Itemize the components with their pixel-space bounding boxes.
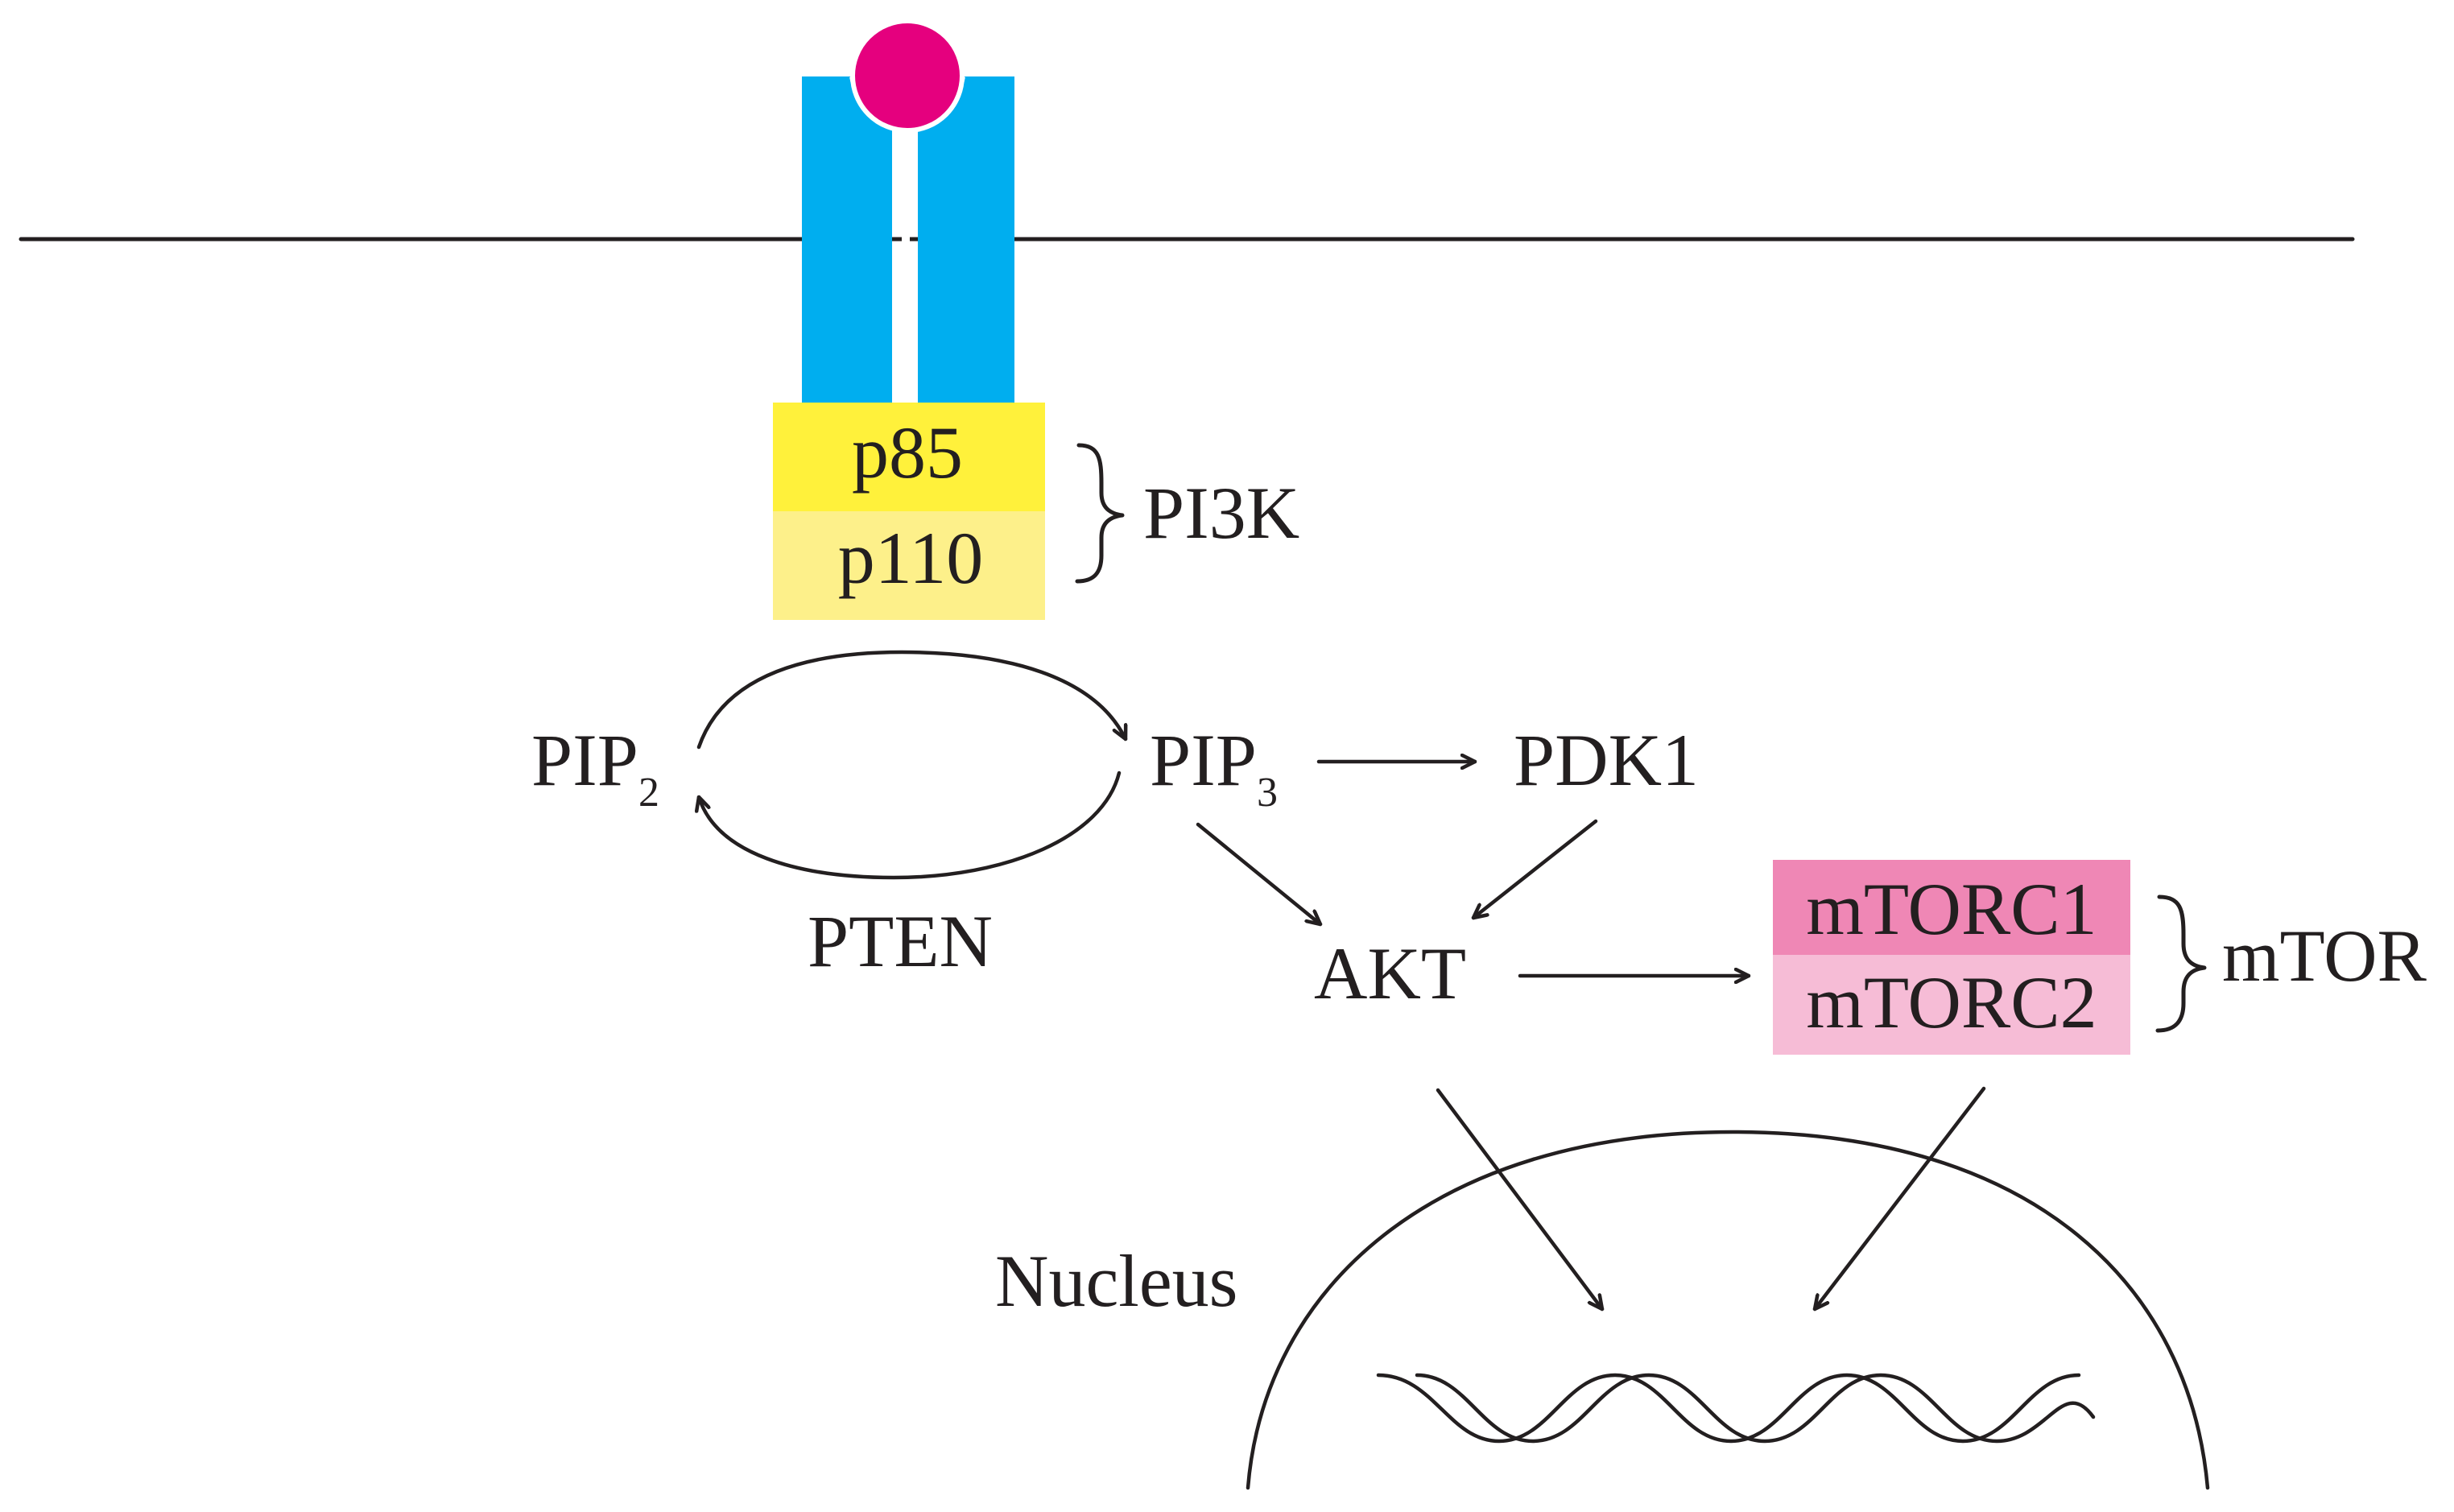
nucleus-envelope [1246, 1130, 2210, 1490]
pip3-to-akt-arrow [1196, 822, 1323, 927]
p110-label: p110 [838, 517, 984, 599]
mtorc1-box [1773, 860, 2130, 955]
p85-subunit-box [773, 403, 1045, 511]
mtor-brace [2155, 894, 2207, 1033]
akt-to-nucleus-arrow [1436, 1088, 1605, 1312]
pip3-label: PIP3 [1150, 719, 1278, 816]
mtorc2-label: mTORC2 [1806, 961, 2097, 1043]
dna-double-helix [1376, 1373, 2096, 1444]
receptor-left-chain [802, 76, 892, 403]
p85-label: p85 [852, 411, 963, 494]
nucleus-label: Nucleus [995, 1240, 1237, 1322]
pip2-to-pip3-arrow [696, 650, 1126, 750]
p110-subunit-box [773, 511, 1045, 620]
receptor-right-chain [918, 76, 1014, 403]
pdk1-label: PDK1 [1514, 719, 1699, 801]
pten-label: PTEN [808, 900, 993, 982]
pip2-label: PIP2 [531, 719, 659, 816]
mtorc1-label: mTORC1 [1806, 868, 2097, 950]
akt-label: AKT [1314, 932, 1466, 1014]
mtorc2-box [1773, 955, 2130, 1055]
mtor-label: mTOR [2222, 915, 2427, 997]
mtor-to-nucleus-arrow [1812, 1086, 1986, 1312]
pi3k-brace [1075, 443, 1125, 584]
ligand-circle [850, 19, 965, 133]
pi3k-label: PI3K [1143, 472, 1299, 554]
pdk1-to-akt-arrow [1471, 819, 1598, 920]
pip3-to-pip2-arrow [699, 770, 1122, 880]
